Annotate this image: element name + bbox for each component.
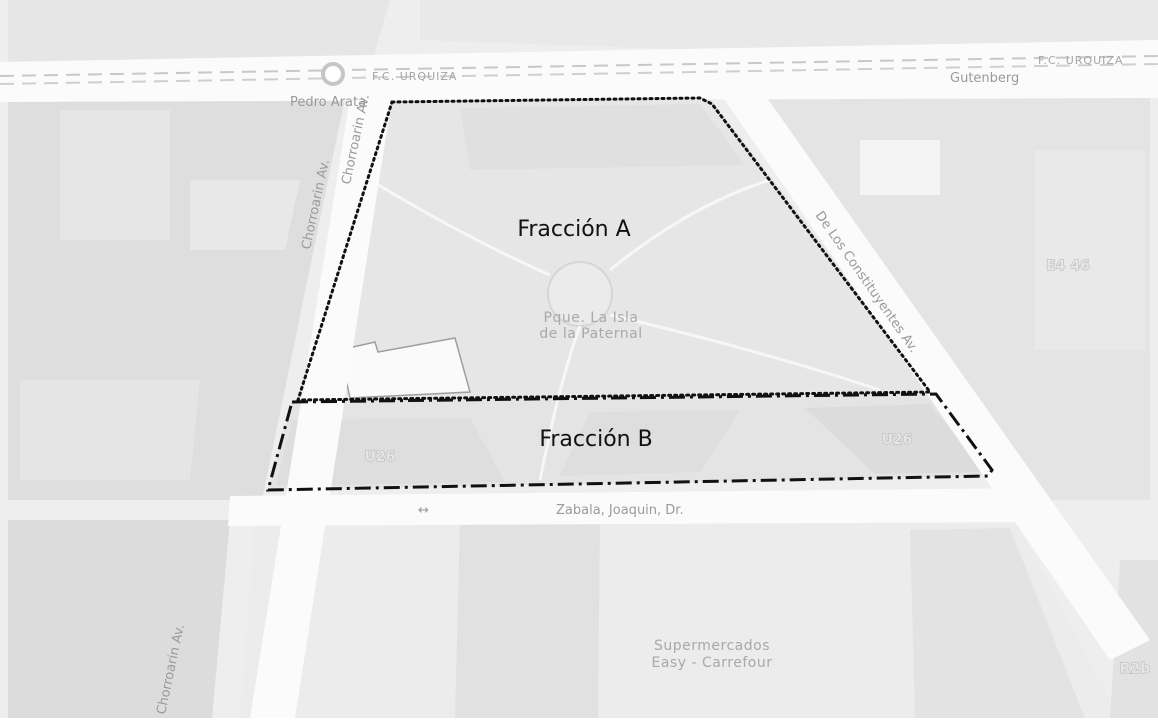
building-west-1 [60, 110, 170, 240]
railway-track-1 [0, 55, 1158, 77]
park-path-1 [369, 178, 551, 277]
supermarket-label-line1: Supermercados [654, 638, 770, 654]
park-path-3 [538, 325, 582, 481]
park-area [268, 98, 990, 490]
block-southwest [8, 520, 230, 718]
fraction-boundaries[interactable] [266, 96, 994, 492]
zabala-label: Zabala, Joaquin, Dr. [556, 503, 684, 518]
building-west-3 [20, 380, 200, 480]
park-label-line1: Pque. La Isla [544, 310, 639, 326]
poi-labels: Pque. La Isla de la Paternal Supermercad… [539, 310, 772, 671]
fraction-b-label: Fracción B [539, 427, 652, 452]
railway-label-west: F.C. URQUIZA [372, 70, 457, 83]
roads [0, 40, 1158, 718]
pedro-arata-label: Pedro Arata [290, 95, 366, 110]
building-west-2 [190, 180, 300, 250]
building-e4-46 [1035, 150, 1145, 350]
supermarket-label-line2: Easy - Carrefour [651, 655, 772, 671]
park-building [339, 337, 471, 399]
fraction-a-label: Fracción A [517, 217, 630, 242]
two-way-arrow-icon: ↔ [418, 503, 429, 518]
city-blocks [8, 0, 1158, 718]
zone-code-u26-right: U26 [882, 432, 913, 448]
park-label-line2: de la Paternal [539, 326, 642, 342]
gutenberg-label: Gutenberg [950, 71, 1019, 86]
station-icon [321, 62, 345, 86]
road-zabala [228, 488, 1042, 526]
building-east-1 [860, 140, 940, 195]
fraction-b-boundary[interactable] [266, 392, 994, 492]
zone-code-e4-46: E4 46 [1046, 258, 1090, 274]
lot-middle [560, 410, 740, 476]
zone-code-r2b: R2b [1120, 661, 1151, 677]
railway-track-2 [0, 63, 1158, 85]
park-path-4 [609, 313, 881, 392]
park-fraction-a-area [300, 98, 935, 398]
zone-code-u26-left: U26 [365, 449, 396, 465]
lot-u26-right [805, 404, 985, 474]
building-south-1 [455, 518, 600, 718]
zoning-codes: U26 U26 E4 46 R2b [364, 258, 1151, 678]
road-railway [0, 40, 1158, 102]
block-northwest [8, 0, 390, 62]
fraction-a-boundary[interactable] [295, 96, 933, 402]
road-constituyentes [718, 88, 1150, 660]
road-chorroarin [250, 98, 392, 718]
park-path-2 [609, 178, 771, 272]
block-north [420, 0, 1158, 50]
park-lawn-north [460, 104, 745, 170]
railway-label-east: F.C. URQUIZA [1038, 54, 1123, 67]
building-south-2 [910, 528, 1085, 718]
